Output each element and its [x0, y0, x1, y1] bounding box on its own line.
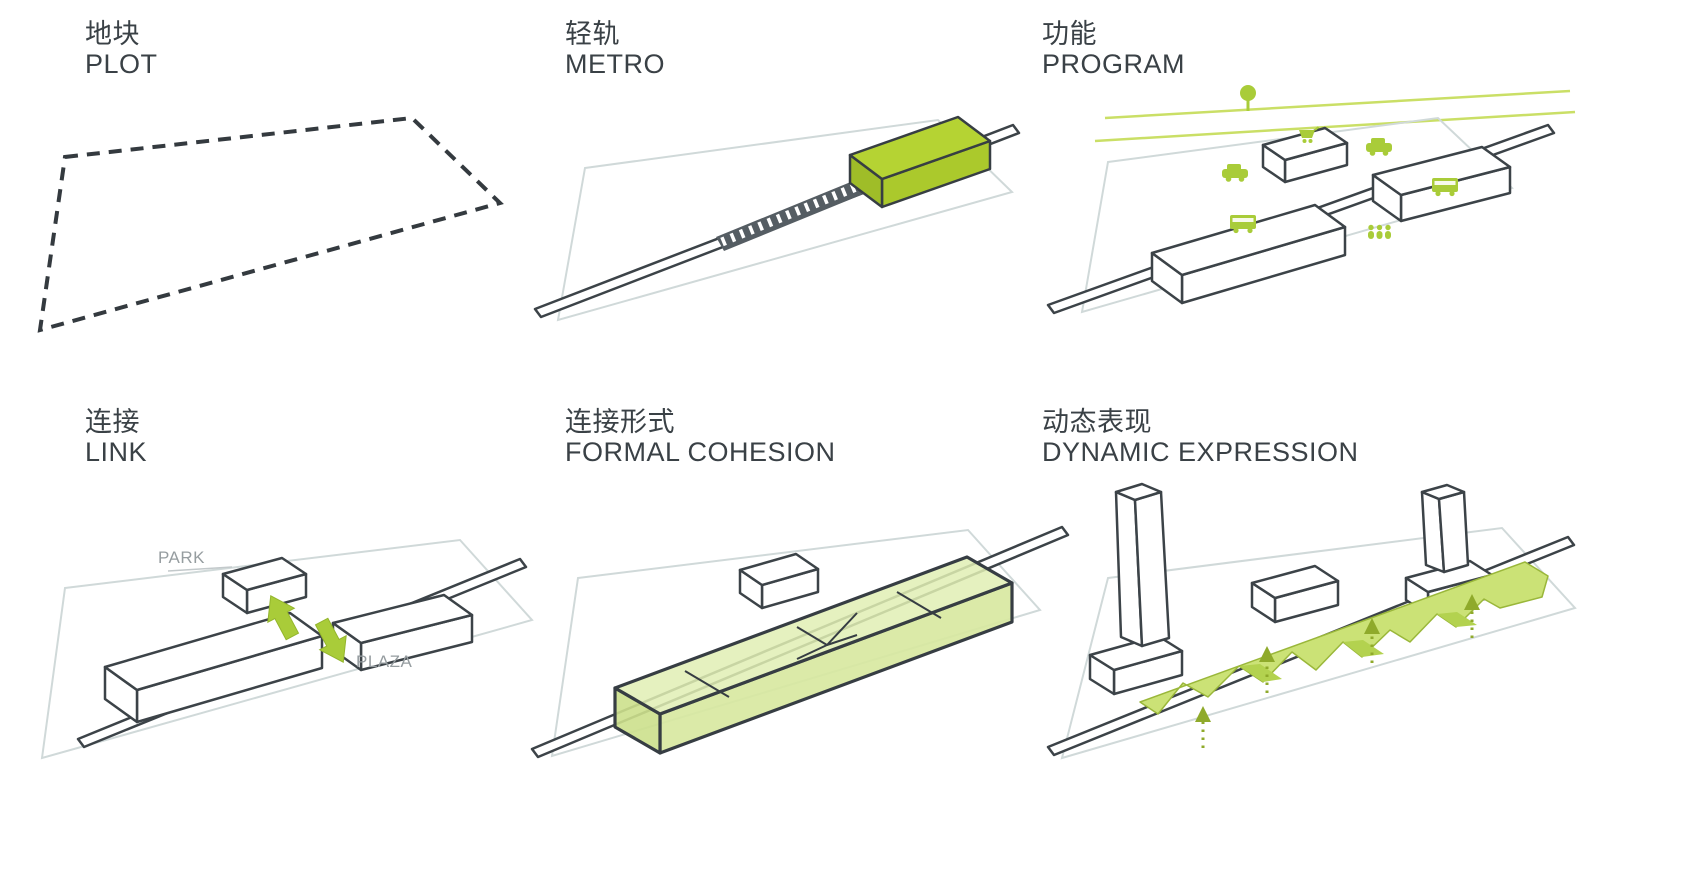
panel-dynamic-expression: 动态表现 DYNAMIC EXPRESSION: [1020, 400, 1700, 875]
dashed-up-arrow-icon: [1259, 646, 1275, 693]
program-diagram: [1046, 85, 1576, 315]
middle-box: [1250, 564, 1340, 624]
people-icon: [1368, 224, 1391, 239]
dynamic-expression-diagram: [1046, 482, 1577, 760]
panel-dynamic-expression-title-zh: 动态表现: [1042, 407, 1152, 437]
right-tower: [1420, 483, 1470, 574]
formal-cohesion-diagram: [530, 525, 1070, 759]
panel-link-title: 连接 LINK: [85, 407, 148, 467]
panel-program: 功能 PROGRAM: [1020, 0, 1700, 400]
panel-program-title-en: PROGRAM: [1042, 48, 1186, 79]
panel-formal-cohesion-title-zh: 连接形式: [565, 407, 675, 437]
building-box-right: [331, 593, 474, 672]
dynamic-ribbon: [1139, 561, 1549, 715]
left-tower-base: [1088, 634, 1184, 696]
metro-diagram: [533, 115, 1021, 322]
panel-link-title-en: LINK: [85, 436, 148, 467]
park-leader-line: [167, 566, 233, 572]
panel-plot-title-zh: 地块: [85, 19, 140, 49]
building-box-long: [1150, 203, 1347, 305]
car-icon: [1366, 138, 1392, 156]
park-label: PARK: [158, 548, 205, 567]
panel-metro-title-zh: 轻轨: [565, 19, 620, 49]
panel-metro: 轻轨 METRO: [500, 0, 1060, 400]
plot-diagram: [37, 115, 504, 333]
platform-ramp: [716, 179, 866, 251]
road-line: [1094, 110, 1576, 143]
building-box-right: [1371, 145, 1512, 223]
panel-link-title-zh: 连接: [85, 407, 140, 437]
panel-formal-cohesion-title-en: FORMAL COHESION: [565, 436, 836, 467]
building-box-small: [738, 552, 820, 610]
dashed-up-arrows: [1195, 594, 1480, 748]
plot-outline: [1060, 526, 1577, 760]
panel-metro-title: 轻轨 METRO: [565, 19, 665, 79]
tree-icon: [1240, 85, 1256, 111]
left-tower: [1114, 482, 1171, 648]
park-box: [221, 556, 308, 615]
dashed-up-arrow-icon: [1195, 706, 1211, 748]
panel-formal-cohesion-title: 连接形式 FORMAL COHESION: [565, 407, 836, 467]
panel-program-title: 功能 PROGRAM: [1042, 19, 1186, 79]
dashed-plot-boundary: [37, 115, 504, 333]
plot-outline: [40, 538, 534, 760]
building-box-small: [1261, 126, 1349, 184]
volume-fold-lines: [684, 591, 942, 698]
dashed-up-arrow-icon: [1464, 594, 1480, 638]
station-box: [848, 115, 992, 209]
panel-formal-cohesion: 连接形式 FORMAL COHESION: [500, 400, 1070, 875]
car-icon: [1222, 164, 1248, 182]
plaza-label: PLAZA: [356, 652, 413, 671]
panel-link: 连接 LINK PARK PLAZA: [0, 400, 540, 875]
arrow-down-icon: [314, 617, 347, 663]
panel-dynamic-expression-title-en: DYNAMIC EXPRESSION: [1042, 436, 1359, 467]
plot-outline: [550, 528, 1042, 758]
panel-plot-title: 地块 PLOT: [85, 19, 158, 79]
panel-program-title-zh: 功能: [1042, 19, 1097, 49]
panel-metro-title-en: METRO: [565, 48, 665, 79]
panel-plot-title-en: PLOT: [85, 48, 158, 79]
panel-dynamic-expression-title: 动态表现 DYNAMIC EXPRESSION: [1042, 407, 1359, 467]
arrow-up-icon: [267, 595, 300, 641]
green-volume: [613, 555, 1014, 755]
panel-plot: 地块 PLOT: [0, 0, 540, 400]
link-diagram: PARK PLAZA: [40, 538, 534, 760]
plot-outline: [556, 118, 1014, 322]
dashed-up-arrow-icon: [1364, 618, 1380, 663]
road-line: [1104, 89, 1571, 120]
